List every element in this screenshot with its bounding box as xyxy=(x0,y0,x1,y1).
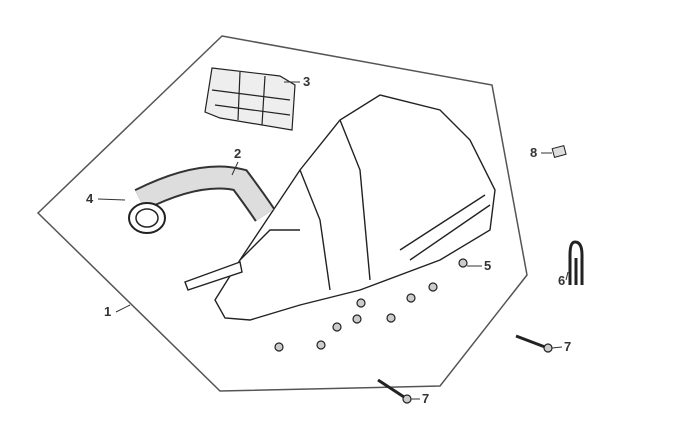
leader-lines xyxy=(97,81,569,400)
long-bolts xyxy=(377,334,553,404)
callout-2: 2 xyxy=(234,146,242,161)
part-8-clip-nut xyxy=(551,144,567,158)
callout-4: 4 xyxy=(86,191,94,206)
part-3-bracket xyxy=(204,67,296,131)
screws xyxy=(274,258,468,352)
callout-5: 5 xyxy=(484,258,492,273)
part-6-hose-clamp xyxy=(568,240,584,285)
part-2-intake-hose xyxy=(128,165,275,234)
callout-6: 6 xyxy=(558,273,566,288)
callout-1: 1 xyxy=(104,304,112,319)
callout-7a: 7 xyxy=(564,339,572,354)
assembly-boundary xyxy=(36,35,528,392)
callout-8: 8 xyxy=(530,145,538,160)
callout-7b: 7 xyxy=(422,391,430,406)
callout-3: 3 xyxy=(303,74,311,89)
air-cleaner-housing xyxy=(184,94,496,321)
